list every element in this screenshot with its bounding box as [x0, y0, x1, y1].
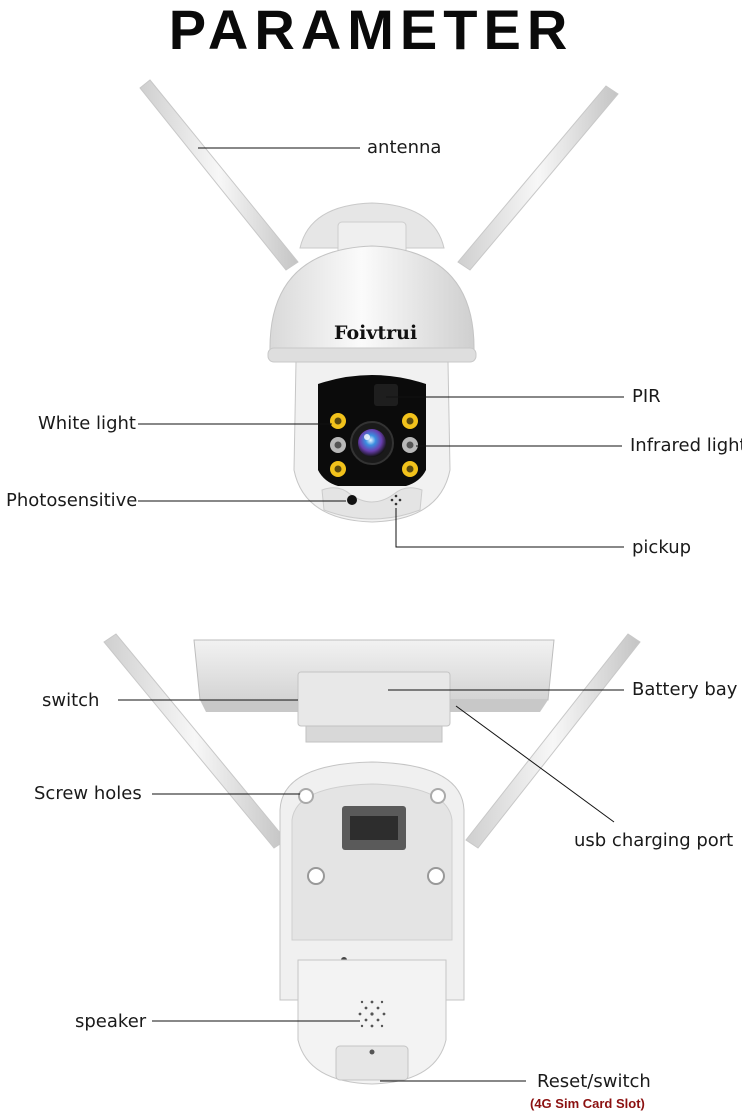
label-infrared-light: Infrared light — [630, 435, 742, 456]
label-reset-switch: Reset/switch — [537, 1071, 651, 1092]
label-speaker: speaker — [75, 1011, 147, 1032]
label-usb-charging-port: usb charging port — [574, 830, 734, 851]
photosensitive-sensor — [347, 495, 357, 505]
label-sim-card-slot: (4G Sim Card Slot) — [530, 1096, 645, 1111]
label-photosensitive: Photosensitive — [6, 490, 138, 511]
speaker-grill — [358, 1000, 386, 1028]
pickup-mic — [390, 494, 402, 506]
label-battery-bay: Battery bay — [632, 679, 738, 700]
pir-sensor — [374, 384, 398, 406]
label-antenna: antenna — [367, 137, 442, 158]
leader-lines — [118, 147, 624, 1082]
screw-hole-top-right — [430, 788, 446, 804]
label-screw-holes: Screw holes — [34, 783, 142, 804]
label-white-light: White light — [38, 413, 136, 434]
label-switch: switch — [42, 690, 100, 711]
label-pickup: pickup — [632, 537, 692, 558]
reset-sim-cover — [335, 1045, 409, 1081]
front-camera-illustration — [139, 79, 619, 523]
screw-hole-top-left — [298, 788, 314, 804]
label-pir: PIR — [632, 386, 661, 407]
white-leds — [330, 413, 418, 477]
infrared-leds — [330, 437, 418, 453]
right-antenna — [457, 85, 619, 271]
left-antenna — [139, 79, 299, 271]
brand-logo-text: Foivtrui — [334, 322, 418, 344]
battery-bay — [297, 671, 451, 727]
page-title: PARAMETER — [168, 0, 574, 61]
rear-camera-illustration — [103, 633, 641, 1085]
